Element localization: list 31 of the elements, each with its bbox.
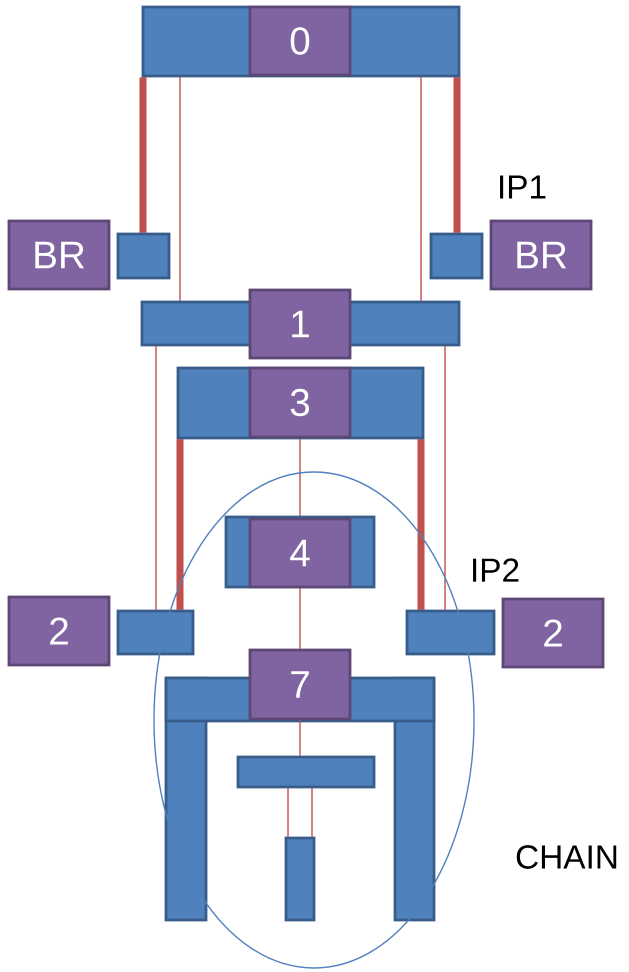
part-label: IP2 (473, 558, 518, 582)
label-box: 2 (8, 596, 110, 666)
label-box: 0 (248, 6, 352, 76)
block (116, 610, 194, 656)
link-line (179, 77, 181, 301)
bar (284, 836, 316, 922)
link-line (311, 788, 313, 837)
link-line (176, 439, 184, 610)
block (430, 232, 484, 280)
part-label: CHAIN (516, 845, 616, 869)
link-line (454, 77, 461, 233)
link-line (444, 346, 446, 610)
block (406, 610, 496, 656)
label-box: 2 (502, 598, 604, 668)
link-line (139, 77, 147, 233)
link-line (299, 439, 301, 516)
label-box: BR (8, 220, 110, 290)
label-box: 1 (248, 288, 352, 360)
bar (236, 756, 376, 788)
link-line (420, 77, 422, 301)
label-box: BR (490, 220, 592, 290)
part-label: IP1 (500, 176, 546, 198)
link-line (299, 588, 301, 649)
block (116, 232, 170, 280)
link-line (287, 788, 289, 837)
label-box: 3 (248, 366, 352, 438)
link-line (155, 346, 157, 610)
label-box: 4 (248, 518, 352, 588)
link-line (418, 439, 425, 610)
label-box: 7 (248, 648, 352, 720)
link-line (299, 720, 301, 756)
